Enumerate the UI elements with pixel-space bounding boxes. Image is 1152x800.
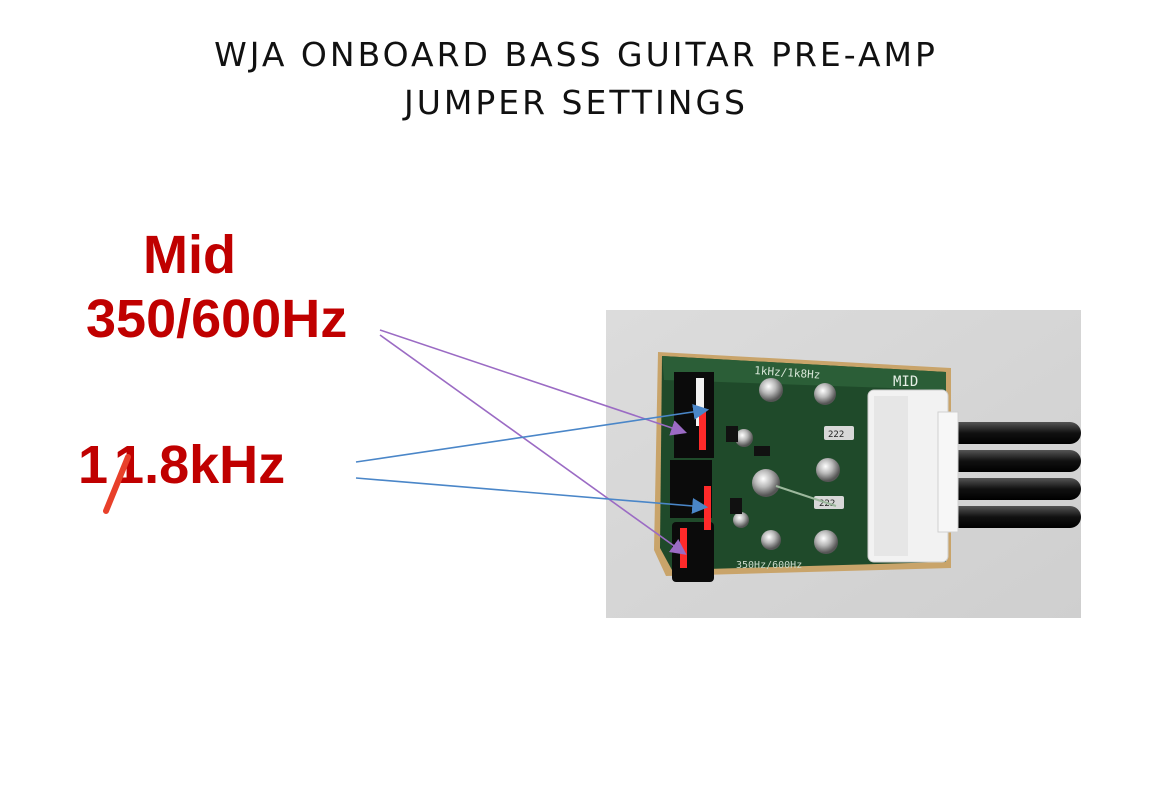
cable-wires [936,422,1081,528]
connector [867,389,959,563]
preamp-board-photo: 1kHz/1k8Hz MID 350Hz/600Hz 222 222 [606,310,1081,618]
silkscreen-bottom: 350Hz/600Hz [736,560,802,571]
resistor-label-1: 222 [828,430,844,440]
high-frequency-label-one: 1 [78,435,109,495]
high-frequency-label-rest: 1.8kHz [114,435,286,495]
silkscreen-mid: MID [893,374,918,390]
title-line-2: JUMPER SETTINGS [404,83,748,122]
jumper-marker-1 [699,410,706,450]
jumper-headers [670,372,714,582]
solder-joints [733,378,840,554]
jumper-marker-3 [680,528,687,568]
slash-mark [103,454,131,514]
title-line-1: WJA ONBOARD BASS GUITAR PRE-AMP [214,35,938,74]
silkscreen-top: 1kHz/1k8Hz [754,364,821,382]
jumper-marker-2 [704,486,711,530]
mid-label: Mid [143,225,236,285]
mid-frequency-label: 350/600Hz [86,289,348,349]
